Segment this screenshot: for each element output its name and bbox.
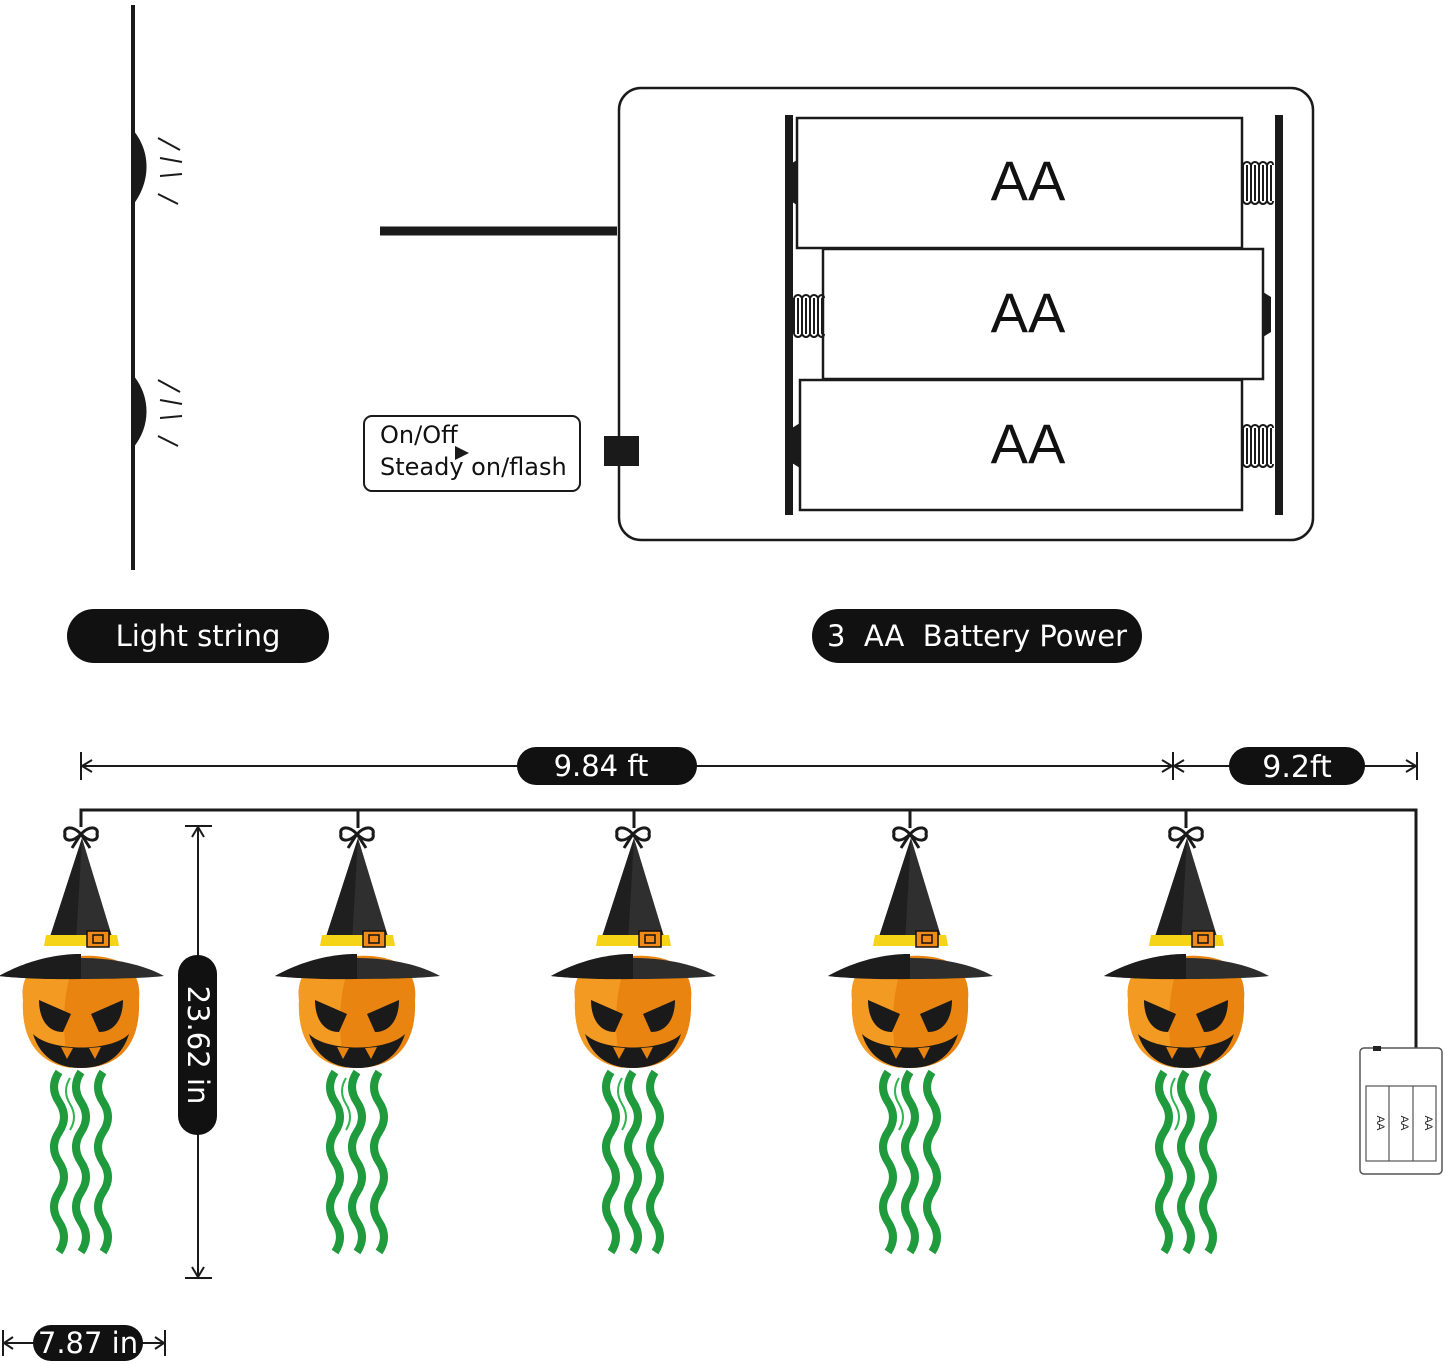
mini-battery-box: AA AA AA (1359, 1046, 1443, 1175)
switch-label: On/Off Steady on/flash (363, 415, 581, 492)
width-label: 7.87 in (38, 1326, 138, 1360)
string-length-pill: 9.84 ft (517, 747, 697, 785)
width-pill: 7.87 in (33, 1325, 143, 1361)
switch-button[interactable] (604, 436, 639, 466)
pendant-wire (79, 808, 1418, 1050)
light-string-illustration (131, 5, 183, 570)
terminal-left (785, 115, 793, 515)
height-label: 23.62 in (181, 986, 215, 1105)
battery-cell-1: AA (789, 116, 1274, 250)
cell-2-label: AA (991, 281, 1066, 344)
light-string-label: Light string (116, 619, 281, 653)
bulb-lower (133, 375, 147, 448)
mini-cell-1-label: AA (1374, 1116, 1386, 1131)
terminal-right (1275, 115, 1283, 515)
pendant-5 (1104, 828, 1269, 1252)
mini-cell-3-label: AA (1422, 1116, 1434, 1131)
switch-label-line2: Steady on/flash (380, 453, 567, 481)
light-rays-upper (157, 137, 183, 205)
length-dimension (80, 752, 1418, 780)
cell-3-label: AA (991, 412, 1066, 475)
battery-power-pill: 3 AA Battery Power (812, 609, 1142, 663)
light-string-pill: Light string (67, 609, 329, 663)
pendant-4 (828, 828, 993, 1252)
switch-arrow-icon (455, 446, 469, 460)
lead-length-label: 9.2ft (1262, 750, 1332, 785)
switch-label-line1: On/Off (380, 421, 458, 449)
mini-cell-2-label: AA (1398, 1116, 1410, 1131)
battery-power-label: 3 AA Battery Power (827, 619, 1127, 653)
lead-length-pill: 9.2ft (1229, 747, 1365, 785)
battery-box-illustration: AA AA AA (380, 86, 1315, 542)
light-rays-lower (157, 379, 183, 447)
cell-1-label: AA (991, 149, 1066, 212)
string-length-label: 9.84 ft (554, 749, 649, 783)
pendant-3 (551, 828, 716, 1252)
height-pill: 23.62 in (178, 955, 217, 1135)
pendant-1 (0, 828, 164, 1252)
battery-cell-2: AA (793, 247, 1271, 381)
bulb-upper (133, 130, 147, 205)
pendant-2 (275, 828, 440, 1252)
battery-cell-3: AA (792, 378, 1274, 512)
